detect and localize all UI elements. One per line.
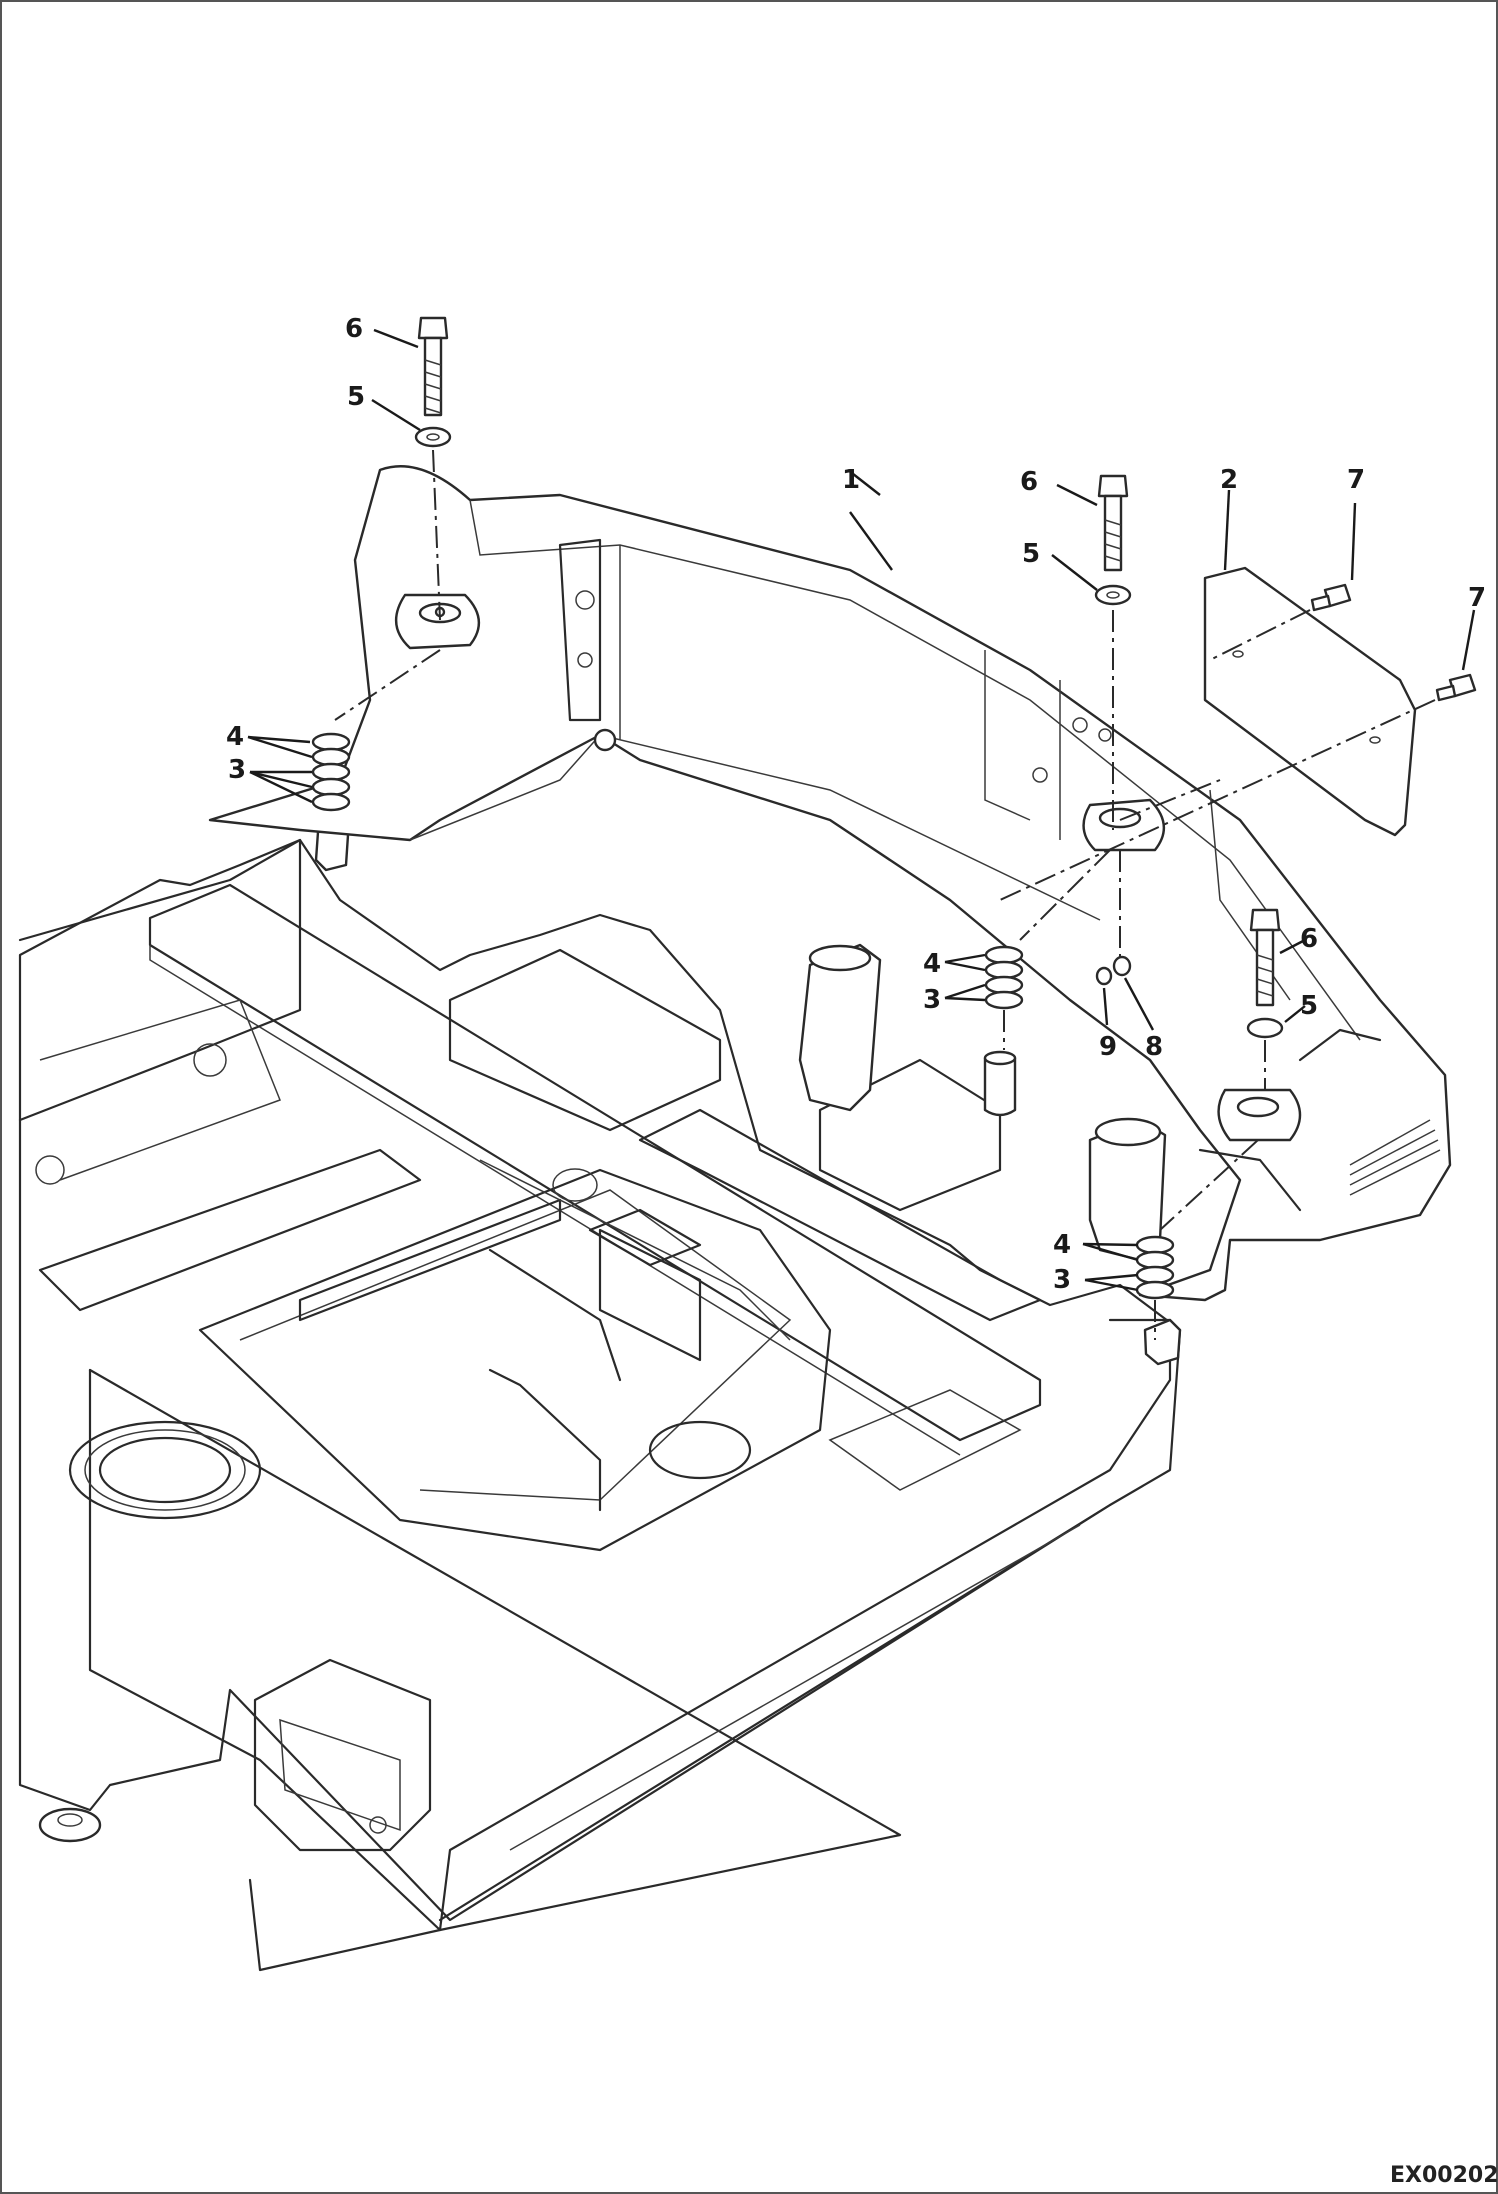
callout-2: 2 bbox=[1220, 465, 1238, 495]
callout-3-left: 3 bbox=[228, 755, 246, 785]
callout-4-right: 4 bbox=[1053, 1230, 1071, 1260]
callout-4-center: 4 bbox=[923, 949, 941, 979]
assembly-center-lines bbox=[334, 449, 1436, 1340]
callout-7-upper: 7 bbox=[1347, 465, 1365, 495]
callout-5-right: 5 bbox=[1300, 991, 1318, 1021]
callout-5-left: 5 bbox=[347, 382, 365, 412]
callout-9: 9 bbox=[1099, 1032, 1117, 1062]
drawing-reference: EX002026 bbox=[1390, 2163, 1498, 2188]
callout-6-left: 6 bbox=[345, 314, 363, 344]
upper-frame bbox=[18, 823, 1182, 1972]
callout-4-left: 4 bbox=[226, 722, 244, 752]
fasteners bbox=[311, 316, 1477, 1300]
counterweight bbox=[208, 465, 1452, 1302]
leader-lines bbox=[247, 328, 1476, 1292]
callout-3-center: 3 bbox=[923, 985, 941, 1015]
callout-6-center: 6 bbox=[1020, 467, 1038, 497]
callout-7-lower: 7 bbox=[1468, 583, 1486, 613]
callout-8: 8 bbox=[1145, 1032, 1163, 1062]
callout-labels: 1 2 3 3 3 4 4 4 5 5 5 6 6 6 7 7 8 9 bbox=[226, 314, 1486, 1295]
callout-5-center: 5 bbox=[1022, 539, 1040, 569]
callout-6-right: 6 bbox=[1300, 924, 1318, 954]
callout-3-right: 3 bbox=[1053, 1265, 1071, 1295]
plate bbox=[1203, 566, 1417, 837]
callout-1: 1 bbox=[842, 465, 860, 495]
